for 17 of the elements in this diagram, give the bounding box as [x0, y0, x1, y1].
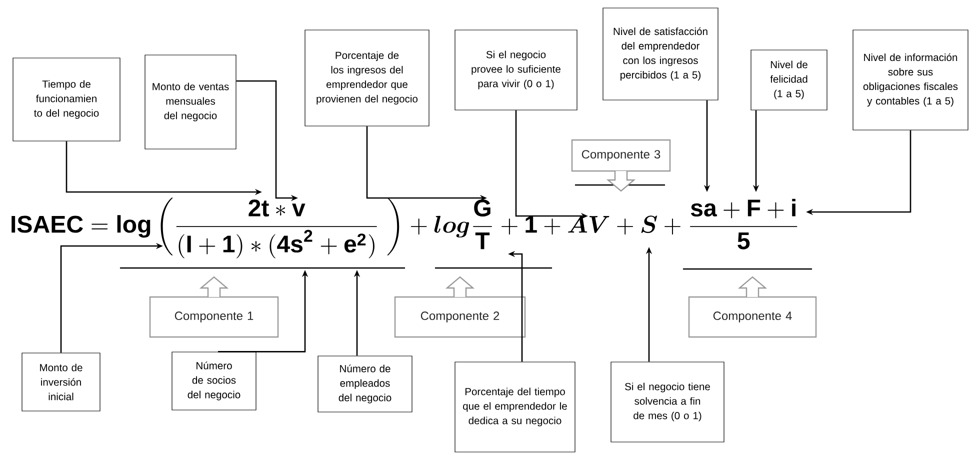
- text-box: Nivel de satisfacción del emprendedor con los ingresos percibidos (1 a 5): [602, 8, 718, 100]
- text-box: Monto de ventas mensuales del negocio: [144, 54, 236, 150]
- text-box: Número de empleados del negocio: [318, 356, 412, 412]
- callout-box: Componente 4: [688, 276, 817, 338]
- text-box: Número de socios del negocio: [172, 352, 256, 410]
- text-box: Porcentaje de los ingresos del emprendedor que provienen del negocio: [304, 30, 430, 126]
- text-box: Si el negocio provee lo suficiente para vivir (0 o 1): [454, 30, 578, 110]
- text-box: Nivel de información sobre sus obligaciones fiscales y contables (1 a 5): [852, 30, 968, 130]
- callout-box: Componente 2: [394, 276, 526, 338]
- callout-box: Componente 3: [571, 139, 671, 192]
- text-box: Nivel de felicidad (1 a 5): [750, 50, 828, 110]
- text-box: Monto de inversión inicial: [22, 352, 100, 412]
- text-box: Si el negocio tiene solvencia a fin de mes (0 o 1): [610, 362, 724, 442]
- text-box: Porcentaje del tiempo que el emprendedor le dedica a su negocio: [454, 362, 576, 452]
- formula: $\mathbf{ISAEC}=\mathbf{log}\left(\frac{\mathbf{2t}*\mathbf{v}}{(\mathbf{I}+\mathbf{1})*(\mathbf{4s}^{\mathbf{2}}+\mathbf{e}^{\mathbf{2}})}\;\right)+\bm{log}\frac{\mathbf{G}}{\mathbf{T}}+\mathbf{1}+\bm{AV}+\bm{S}+\frac{\mathbf{sa}+\mathbf{F}+\mathbf{i}}{\mathbf{5}}$: [12, 198, 798, 258]
- callout-box: Componente 1: [149, 276, 279, 338]
- text-box: Tiempo de funcionamien to del negocio: [12, 58, 120, 142]
